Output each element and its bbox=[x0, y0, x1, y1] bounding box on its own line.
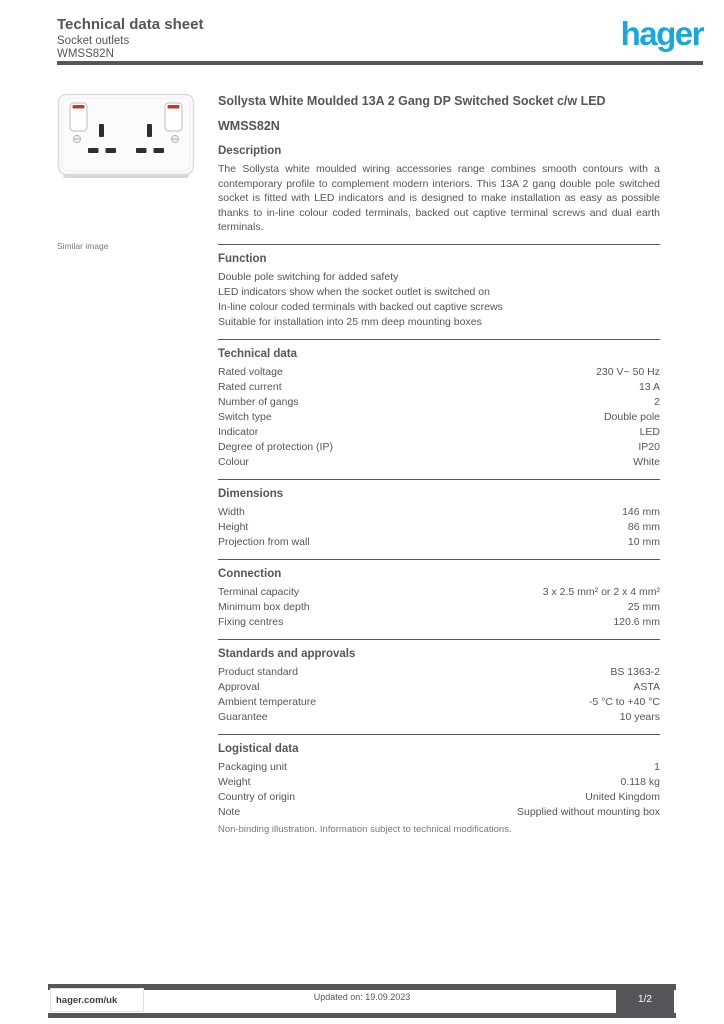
section-heading: Dimensions bbox=[218, 487, 284, 500]
spec-value: Supplied without mounting box bbox=[516, 805, 660, 818]
spec-row: Rated current 13 A bbox=[218, 380, 660, 395]
spec-value: 25 mm bbox=[627, 600, 660, 613]
spec-label: Colour bbox=[218, 455, 249, 468]
spec-row: Terminal capacity 3 x 2.5 mm² or 2 x 4 m… bbox=[218, 585, 660, 600]
section-heading: Technical data bbox=[218, 347, 298, 360]
spec-label: Guarantee bbox=[218, 710, 268, 723]
spec-row: Ambient temperature -5 °C to +40 °C bbox=[218, 695, 660, 710]
spec-value: IP20 bbox=[638, 440, 660, 453]
description-heading: Description bbox=[218, 145, 282, 157]
spec-value: ASTA bbox=[633, 680, 660, 693]
spec-value: 146 mm bbox=[622, 505, 660, 518]
section-divider bbox=[218, 338, 660, 340]
footer-website: hager.com/uk bbox=[50, 988, 144, 1012]
header-divider bbox=[57, 61, 703, 65]
product-title: Sollysta White Moulded 13A 2 Gang DP Swi… bbox=[218, 94, 606, 108]
spec-value: 230 V~ 50 Hz bbox=[596, 365, 660, 378]
section-divider bbox=[218, 638, 660, 640]
spec-row: Height 86 mm bbox=[218, 520, 660, 535]
spec-value: White bbox=[633, 455, 660, 468]
footer-updated-text: Updated on: 19.09.2023 bbox=[313, 992, 411, 1002]
spec-label: Degree of protection (IP) bbox=[218, 440, 333, 453]
spec-label: Projection from wall bbox=[218, 535, 310, 548]
spec-row: Projection from wall 10 mm bbox=[218, 535, 660, 550]
spec-value: 1 bbox=[654, 760, 660, 773]
spec-row: Weight 0.118 kg bbox=[218, 775, 660, 790]
section-divider bbox=[218, 243, 660, 245]
spec-row: Switch type Double pole bbox=[218, 410, 660, 425]
spec-label: Product standard bbox=[218, 665, 298, 678]
spec-row: Number of gangs 2 bbox=[218, 395, 660, 410]
spec-label: Width bbox=[218, 505, 245, 518]
product-image bbox=[57, 93, 195, 183]
spec-row: Note Supplied without mounting box bbox=[218, 805, 660, 820]
spec-value: 10 mm bbox=[627, 535, 660, 548]
spec-label: Weight bbox=[218, 775, 251, 788]
spec-row: Indicator LED bbox=[218, 425, 660, 440]
spec-label: Rated current bbox=[218, 380, 282, 393]
spec-row: Colour White bbox=[218, 455, 660, 470]
spec-label: Switch type bbox=[218, 410, 272, 423]
spec-label: Country of origin bbox=[218, 790, 296, 803]
spec-label: Minimum box depth bbox=[218, 600, 310, 613]
spec-label: Packaging unit bbox=[218, 760, 287, 773]
function-heading: Function bbox=[218, 252, 267, 265]
section-heading: Connection bbox=[218, 567, 282, 580]
section-heading: Logistical data bbox=[218, 742, 299, 755]
function-line: Double pole switching for added safety bbox=[218, 270, 399, 283]
hager-logo: hager bbox=[620, 15, 705, 52]
spec-row: Degree of protection (IP) IP20 bbox=[218, 440, 660, 455]
spec-row: Fixing centres 120.6 mm bbox=[218, 615, 660, 630]
spec-value: BS 1363-2 bbox=[610, 665, 660, 678]
header-reference: WMSS82N bbox=[57, 48, 114, 60]
spec-label: Height bbox=[218, 520, 249, 533]
spec-value: 13 A bbox=[638, 380, 660, 393]
product-reference: WMSS82N bbox=[218, 119, 280, 133]
spec-row: Rated voltage 230 V~ 50 Hz bbox=[218, 365, 660, 380]
socket-illustration bbox=[57, 93, 195, 178]
spec-label: Number of gangs bbox=[218, 395, 299, 408]
spec-value: 2 bbox=[654, 395, 660, 408]
function-line: Suitable for installation into 25 mm dee… bbox=[218, 315, 482, 328]
function-line: LED indicators show when the socket outl… bbox=[218, 285, 490, 298]
spec-label: Rated voltage bbox=[218, 365, 283, 378]
document-type: Technical data sheet bbox=[57, 16, 204, 33]
spec-value: Double pole bbox=[603, 410, 660, 423]
spec-value: United Kingdom bbox=[585, 790, 660, 803]
footer-rule-top bbox=[48, 984, 676, 990]
spec-label: Ambient temperature bbox=[218, 695, 317, 708]
spec-value: 3 x 2.5 mm² or 2 x 4 mm² bbox=[542, 585, 660, 598]
spec-row: Minimum box depth 25 mm bbox=[218, 600, 660, 615]
spec-row: Width 146 mm bbox=[218, 505, 660, 520]
product-category: Socket outlets bbox=[57, 35, 130, 47]
section-divider bbox=[218, 558, 660, 560]
description-text: The Sollysta white moulded wiring access… bbox=[218, 163, 660, 233]
spec-value: 0.118 kg bbox=[620, 775, 660, 788]
footer-page-number: 1/2 bbox=[616, 985, 674, 1013]
spec-label: Approval bbox=[218, 680, 260, 693]
spec-value: LED bbox=[639, 425, 660, 438]
footnote-text: Non-binding illustration. Information su… bbox=[218, 823, 512, 835]
spec-label: Indicator bbox=[218, 425, 259, 438]
section-divider bbox=[218, 733, 660, 735]
footer-rule-bottom bbox=[48, 1013, 676, 1018]
spec-label: Fixing centres bbox=[218, 615, 284, 628]
spec-label: Note bbox=[218, 805, 241, 818]
main-content: Sollysta White Moulded 13A 2 Gang DP Swi… bbox=[218, 93, 660, 837]
section-heading: Standards and approvals bbox=[218, 647, 356, 660]
spec-row: Guarantee 10 years bbox=[218, 710, 660, 725]
image-caption: Similar image bbox=[57, 241, 109, 251]
spec-row: Country of origin United Kingdom bbox=[218, 790, 660, 805]
spec-value: 10 years bbox=[619, 710, 660, 723]
spec-value: -5 °C to +40 °C bbox=[588, 695, 660, 708]
section-divider bbox=[218, 478, 660, 480]
spec-value: 120.6 mm bbox=[613, 615, 660, 628]
spec-row: Packaging unit 1 bbox=[218, 760, 660, 775]
spec-value: 86 mm bbox=[627, 520, 660, 533]
spec-label: Terminal capacity bbox=[218, 585, 300, 598]
spec-row: Approval ASTA bbox=[218, 680, 660, 695]
header-block: Technical data sheet Socket outlets WMSS… bbox=[57, 17, 477, 61]
function-line: In-line colour coded terminals with back… bbox=[218, 300, 503, 313]
spec-row: Product standard BS 1363-2 bbox=[218, 665, 660, 680]
